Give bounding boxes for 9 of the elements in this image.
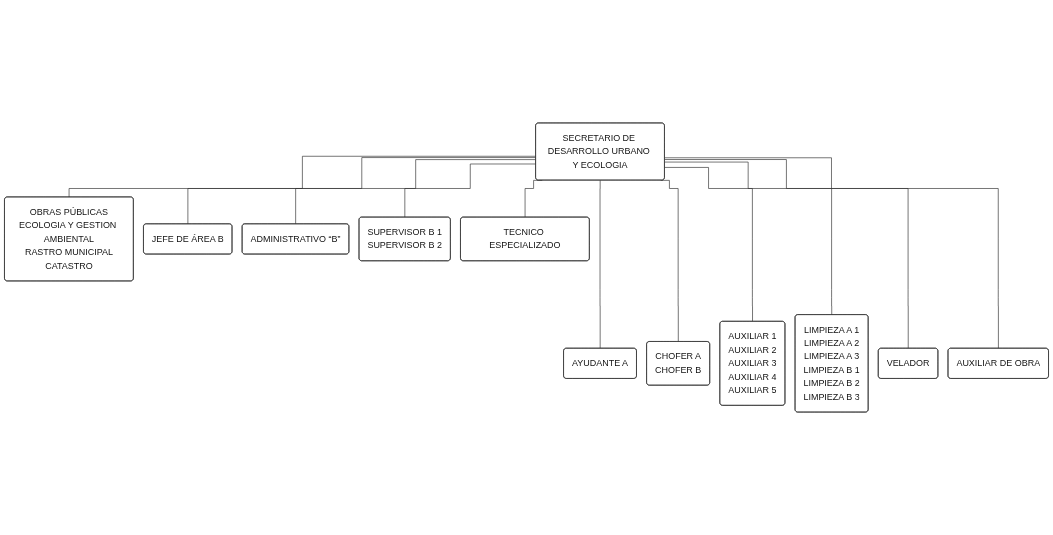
connector [599, 180, 601, 349]
connector [404, 163, 537, 218]
connector [187, 157, 537, 225]
connector [664, 157, 999, 349]
connector [68, 155, 537, 198]
connector [664, 167, 753, 322]
connector [664, 159, 909, 349]
connector [664, 161, 833, 316]
connector [295, 159, 537, 225]
